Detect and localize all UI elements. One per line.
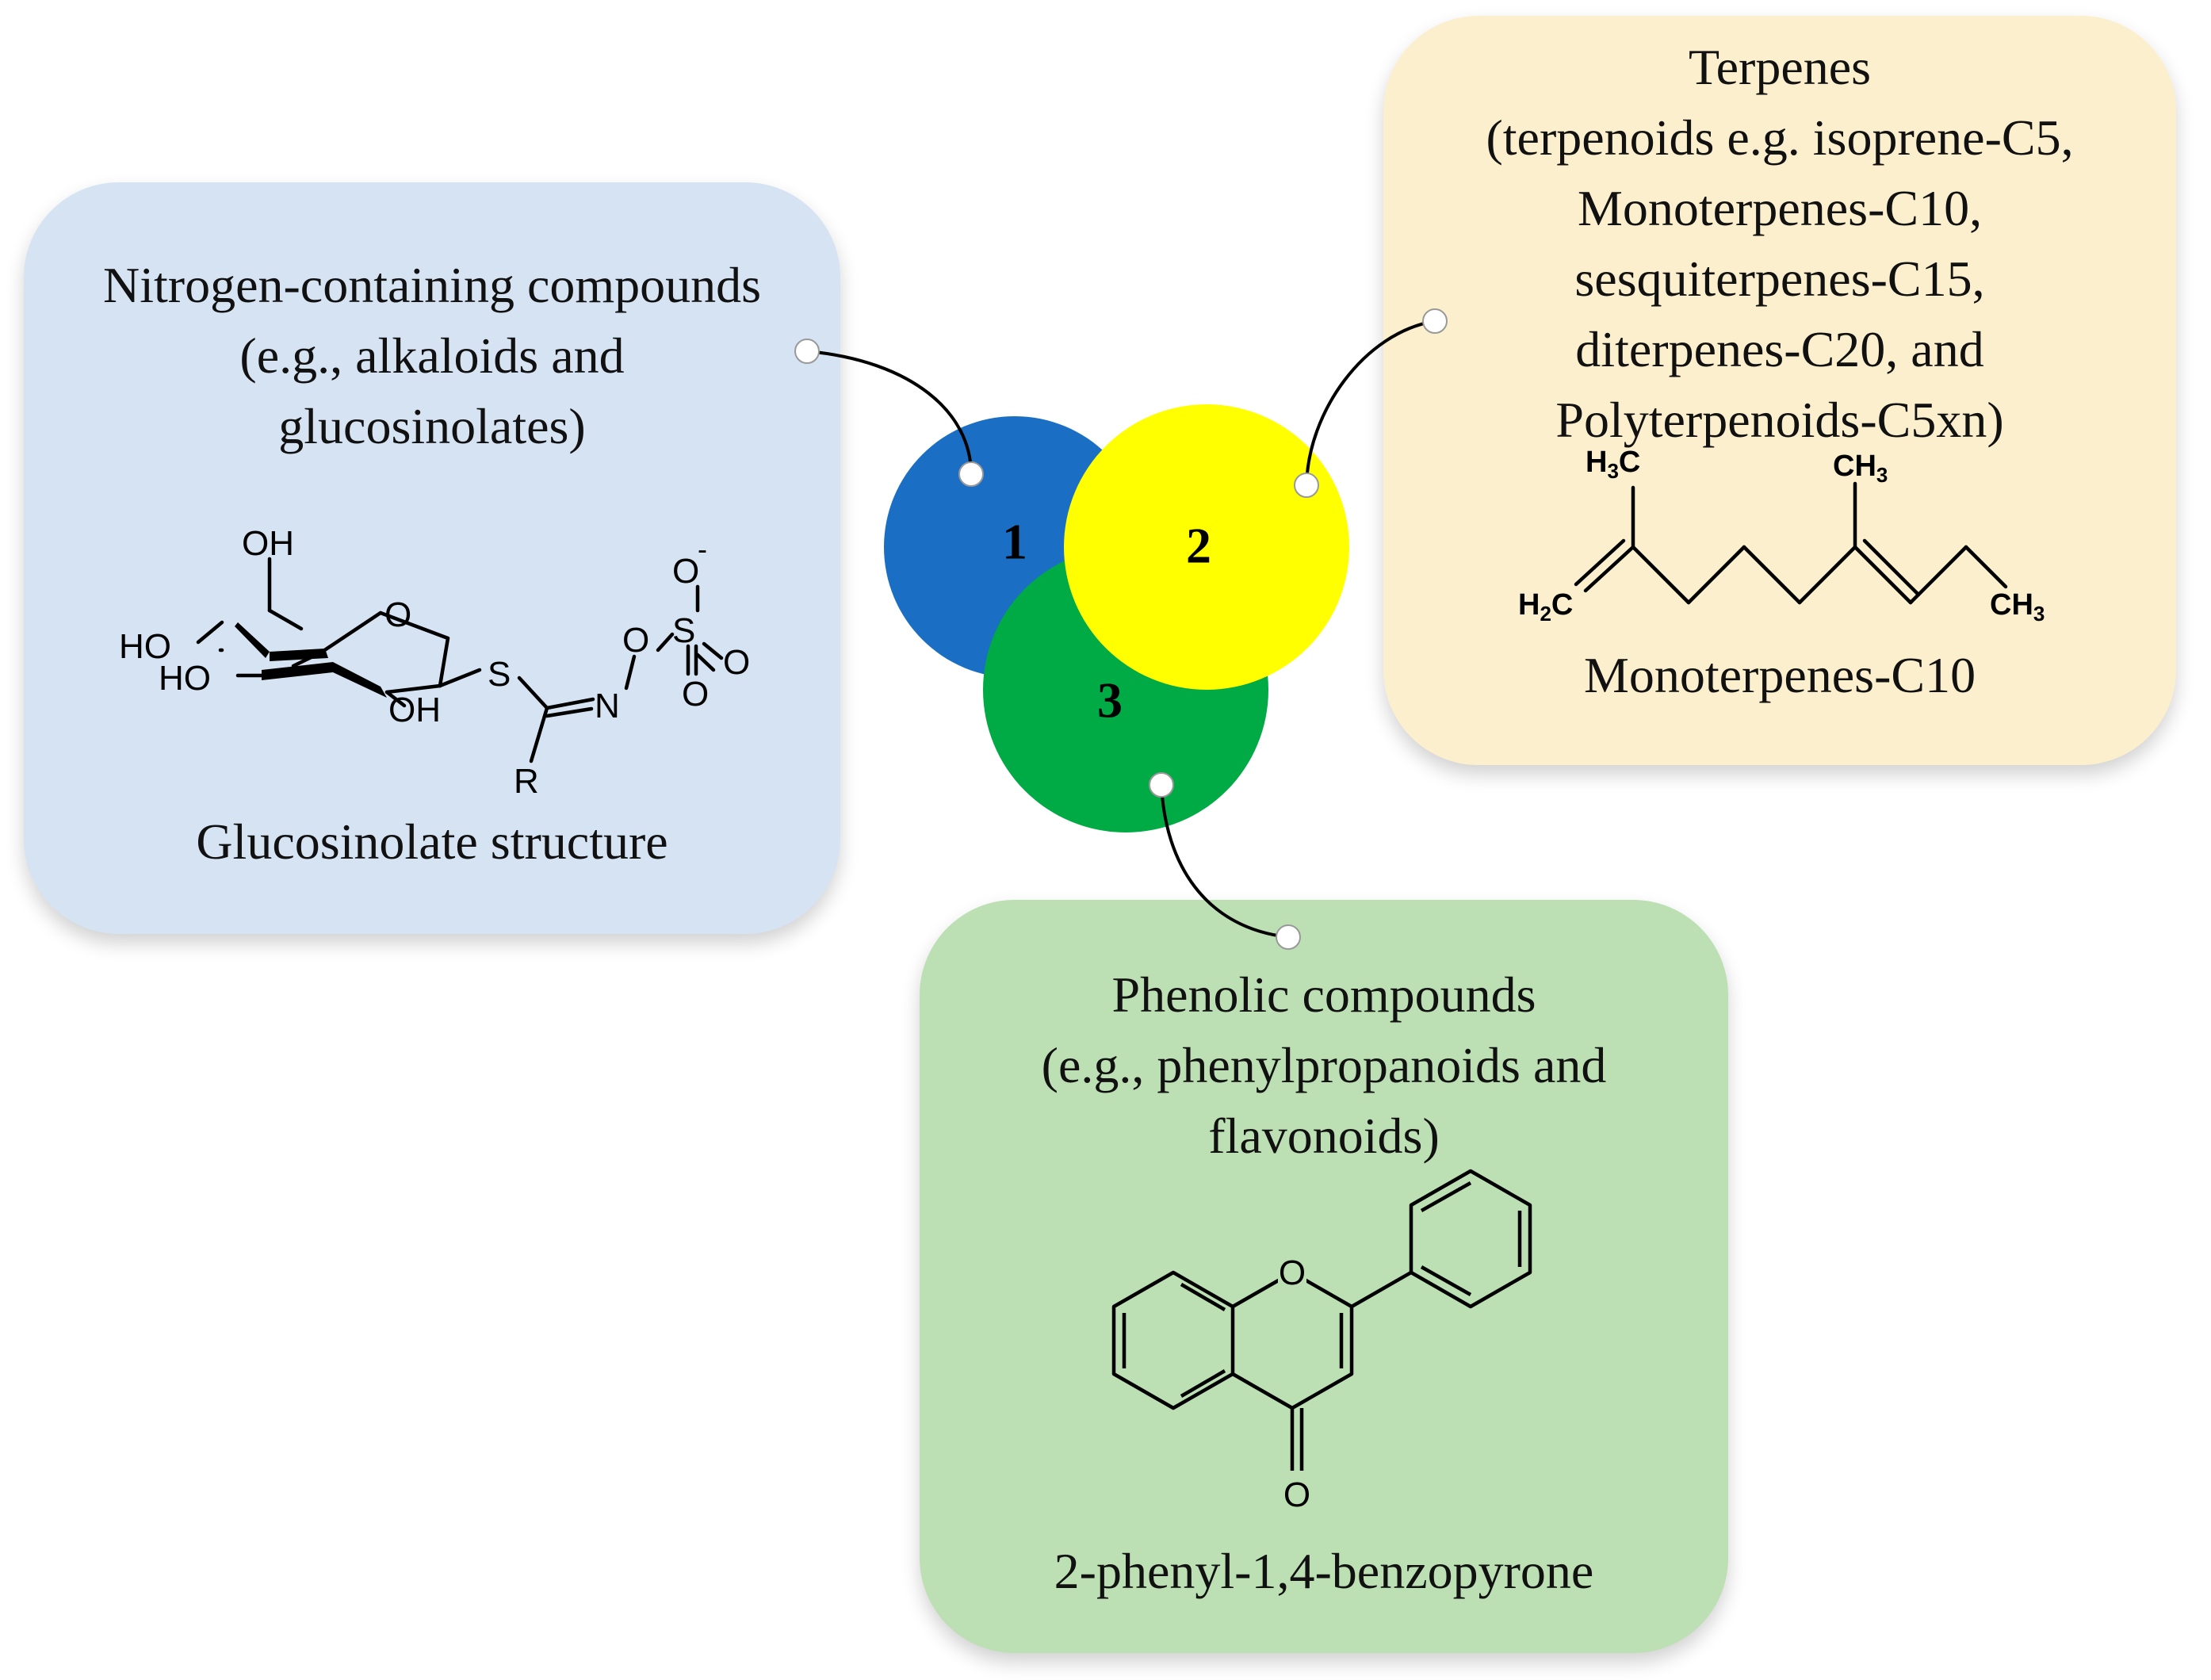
connector-dot (794, 339, 820, 364)
terpenes-panel: Terpenes (terpenoids e.g. isoprene-C5, M… (1383, 16, 2176, 765)
title-line: Nitrogen-containing compounds (102, 257, 762, 313)
h3c-h: H (1586, 446, 1607, 479)
monoterpene-caption: Monoterpenes-C10 (1583, 647, 1976, 703)
h3c-label: H3C (1586, 446, 1640, 483)
title-line: Terpenes (1688, 39, 1872, 95)
wedge-bond (235, 622, 270, 658)
sulfur-label: S (488, 655, 511, 694)
circle-2-number: 2 (1186, 518, 1211, 574)
connector-3 (1160, 784, 1289, 939)
oxygen-label: O (672, 552, 699, 591)
nitrogen-label: N (595, 687, 620, 725)
h2c-c: C (1551, 588, 1573, 622)
title-line: glucosinolates) (278, 398, 586, 454)
h3c-subscript: 3 (1607, 459, 1618, 483)
terpenes-title: Terpenes (terpenoids e.g. isoprene-C5, M… (1383, 32, 2176, 455)
ch3-right-label: CH3 (1990, 588, 2045, 626)
circle-1-number: 1 (1002, 514, 1027, 570)
ho-label: HO (159, 659, 211, 698)
oh-label: OH (388, 691, 441, 729)
title-line: Polyterpenoids-C5xn) (1555, 392, 2004, 448)
connector-dot (1294, 473, 1319, 498)
title-line: flavonoids) (1208, 1108, 1440, 1164)
h2c-label: H2C (1518, 588, 1573, 626)
glucosinolate-caption: Glucosinolate structure (196, 813, 668, 870)
h2c-subscript: 2 (1540, 602, 1551, 626)
ch3-top-subscript: 3 (1876, 463, 1888, 487)
title-line: Phenolic compounds (1111, 966, 1536, 1023)
ch3-right-ch: CH (1990, 588, 2033, 622)
connector-1 (806, 350, 973, 475)
connector-dot (1276, 924, 1301, 950)
connector-dot (958, 461, 984, 487)
circle-2 (1064, 404, 1349, 690)
flavone-caption: 2-phenyl-1,4-benzopyrone (1054, 1543, 1594, 1599)
ring-oxygen-label: O (384, 595, 411, 634)
h3c-c: C (1619, 446, 1640, 479)
connector-dot (1149, 772, 1174, 798)
title-line: diterpenes-C20, and (1575, 321, 1984, 377)
title-line: (terpenoids e.g. isoprene-C5, (1486, 109, 2074, 166)
title-line: Monoterpenes-C10, (1577, 180, 1983, 236)
oxygen-label: O (622, 621, 649, 660)
ch3-top-ch: CH (1833, 450, 1876, 483)
nitrogen-compounds-title: Nitrogen-containing compounds (e.g., alk… (24, 250, 840, 461)
connectors (806, 320, 1436, 939)
connector-dot (1422, 308, 1448, 334)
oxygen-label: O (682, 675, 709, 714)
venn-circles: 1 2 3 (884, 404, 1349, 832)
glucosinolate-structure: OH HO HO OH O S N O S O - O O R (119, 524, 750, 801)
minus-sign: - (698, 533, 707, 565)
wedge-bond (262, 662, 387, 698)
title-line: (e.g., phenylpropanoids and (1041, 1037, 1607, 1093)
oh-label: OH (242, 524, 294, 563)
monoterpene-structure: H3C CH3 H2C CH3 (1518, 446, 2045, 626)
phenolic-compounds-title: Phenolic compounds (e.g., phenylpropanoi… (920, 959, 1728, 1171)
connector-2 (1305, 320, 1436, 486)
r-group-label: R (514, 762, 539, 801)
connector-dots (794, 308, 1448, 950)
ring-oxygen-label: O (1279, 1253, 1306, 1292)
sulfur-label: S (672, 611, 695, 650)
nitrogen-compounds-panel: Nitrogen-containing compounds (e.g., alk… (24, 182, 840, 934)
phenolic-compounds-panel: Phenolic compounds (e.g., phenylpropanoi… (920, 900, 1728, 1653)
ho-label: HO (119, 627, 171, 666)
wedge-bond (270, 649, 328, 661)
flavone-structure: O O (1111, 1169, 1532, 1514)
title-line: sesquiterpenes-C15, (1574, 251, 1985, 307)
title-line: (e.g., alkaloids and (239, 327, 625, 384)
ring-oxygen-mask (1278, 1257, 1306, 1288)
ch3-right-subscript: 3 (2033, 602, 2045, 626)
ch3-top-label: CH3 (1833, 450, 1888, 487)
circle-3-number: 3 (1097, 672, 1123, 729)
carbonyl-oxygen-label: O (1283, 1475, 1310, 1514)
oxygen-label: O (723, 643, 750, 682)
h2c-h: H (1518, 588, 1540, 622)
